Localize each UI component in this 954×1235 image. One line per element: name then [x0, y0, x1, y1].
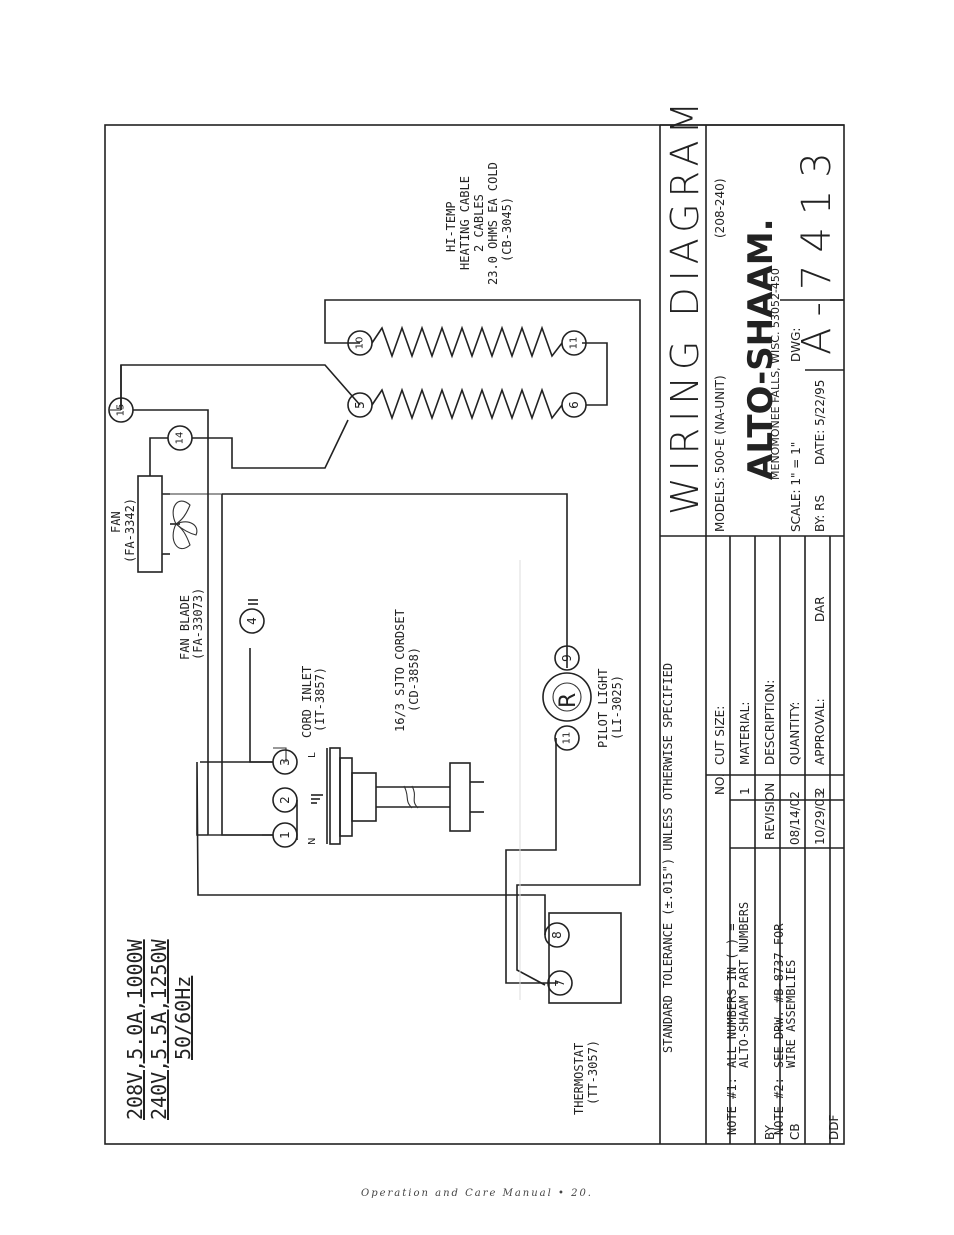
pilot-light-part: (LI-3025): [610, 675, 624, 740]
heating-cable-label-2: HEATING CABLE: [458, 176, 472, 270]
fan-blade-icon: [172, 500, 198, 550]
svg-text:14: 14: [175, 432, 186, 445]
date-label: DATE: 5/22/95: [813, 380, 827, 465]
rev-1-no: 1: [738, 787, 752, 795]
inlet-n-mark: N: [307, 838, 318, 845]
terminal-1: 1: [272, 822, 298, 848]
svg-text:10: 10: [355, 337, 366, 350]
models-label: MODELS: 500-E (NA-UNIT): [713, 375, 727, 532]
rev-header-revision: REVISION: [763, 783, 777, 840]
thermostat-body: [548, 912, 622, 1004]
svg-text:8: 8: [550, 931, 564, 939]
terminal-11-pilot: 11: [554, 725, 580, 751]
drawing-frame: [104, 124, 845, 1145]
terminal-8: 8: [544, 922, 570, 948]
svg-text:5: 5: [353, 401, 367, 409]
cord-inlet-label: CORD INLET: [300, 666, 314, 738]
rev-2-no: 2: [813, 787, 827, 795]
pilot-light: [542, 672, 592, 722]
cordset-part: (CD-3858): [407, 647, 421, 712]
pilot-light-symbol: R: [556, 693, 581, 708]
note-2-line-1: SEE DRW. #B-8737 FOR: [772, 923, 786, 1068]
heating-cable-label-3: 2 CABLES: [472, 194, 486, 252]
fan-blade-part: (FA-33073): [191, 588, 205, 660]
approval-label: APPROVAL:: [813, 698, 827, 765]
fan-label: FAN: [109, 511, 123, 533]
wires: [110, 299, 641, 986]
svg-text:11: 11: [569, 337, 580, 350]
svg-text:7: 7: [553, 979, 567, 987]
note-1-line-2: ALTO-SHAAM PART NUMBERS: [737, 902, 751, 1068]
company-logo: ALTO-SHAAM.: [741, 218, 781, 480]
terminal-7: 7: [547, 970, 573, 996]
ground-symbol: [248, 599, 258, 605]
approval-value: DAR: [813, 596, 827, 622]
diagram-title: WIRING DIAGRAM: [663, 96, 707, 515]
svg-text:15: 15: [116, 404, 127, 417]
note-2-label: NOTE #2:: [772, 1077, 786, 1135]
rev-2-by: DDF: [827, 1115, 841, 1140]
page-footer: Operation and Care Manual • 20.: [361, 1188, 593, 1199]
rev-1-by: CB: [788, 1123, 802, 1140]
svg-text:2: 2: [278, 796, 292, 804]
scale-label: SCALE: 1" = 1": [789, 442, 803, 532]
component-labels: THERMOSTAT (TT-3057) CORD INLET (IT-3857…: [109, 162, 624, 1115]
cordset-label: 16/3 SJTO CORDSET: [393, 609, 407, 732]
note-2-line-2: WIRE ASSEMBLIES: [784, 960, 798, 1068]
fan-blade-label: FAN BLADE: [178, 595, 192, 660]
terminal-5: 5: [347, 392, 373, 418]
by-label: BY: RS: [813, 495, 827, 532]
dwg-number: A-7413: [794, 140, 840, 355]
svg-text:3: 3: [278, 758, 292, 766]
thermostat-part: (TT-3057): [586, 1040, 600, 1105]
svg-text:6: 6: [567, 401, 581, 409]
company-address: MENOMONEE FALLS, WISC. 53052-450: [769, 268, 782, 480]
svg-text:11: 11: [562, 732, 573, 745]
terminal-6: 6: [561, 392, 587, 418]
material-label: MATERIAL:: [738, 702, 752, 765]
terminal-15: 15: [108, 397, 134, 423]
terminal-11-heater: 11: [561, 330, 587, 356]
heating-cable-coil-2: [371, 325, 563, 359]
note-1-line-1: ALL NUMBERS IN ( ) =: [725, 924, 739, 1069]
note-1-label: NOTE #1:: [725, 1077, 739, 1135]
rev-1-date: 08/14/02: [788, 791, 802, 845]
rating-line-1: 208V,5.0A,1000W: [123, 938, 147, 1120]
svg-text:9: 9: [560, 654, 574, 662]
svg-text:4: 4: [245, 617, 259, 625]
terminal-4: 4: [239, 608, 265, 634]
title-block: WIRING DIAGRAM MODELS: 500-E (NA-UNIT) (…: [659, 96, 844, 1144]
rev-2-date: 10/29/03: [813, 791, 827, 845]
cord-inlet: [311, 747, 377, 845]
terminal-3: 3: [272, 749, 298, 775]
voltage-label: (208-240): [713, 178, 727, 238]
cordset-cable: [376, 762, 484, 832]
rev-header-no: NO.: [713, 773, 727, 795]
description-label: DESCRIPTION:: [763, 680, 777, 765]
quantity-label: QUANTITY:: [788, 702, 802, 765]
heating-cable-part: (CB-3045): [500, 197, 514, 262]
svg-text:1: 1: [278, 831, 292, 839]
terminal-14: 14: [167, 425, 193, 451]
heating-cable-label-1: HI-TEMP: [444, 201, 458, 252]
terminal-2: 2: [272, 787, 298, 813]
heating-cable-label-4: 23.0 OHMS EA COLD: [486, 162, 500, 285]
cut-size-label: CUT SIZE:: [713, 706, 727, 765]
terminal-10: 10: [347, 330, 373, 356]
rating-line-2: 240V,5.5A,1250W: [147, 938, 171, 1120]
rating-line-3: 50/60Hz: [171, 976, 195, 1060]
inlet-l-mark: L: [307, 752, 318, 758]
tolerance-note: STANDARD TOLERANCE (±.015") UNLESS OTHER…: [661, 663, 675, 1053]
heating-cable-coil-1: [371, 387, 563, 421]
fan-part: (FA-3342): [123, 498, 137, 563]
cord-inlet-part: (IT-3857): [313, 667, 327, 732]
pilot-light-label: PILOT LIGHT: [596, 669, 610, 748]
notes-block: 208V,5.0A,1000W 240V,5.5A,1250W 50/60Hz …: [123, 663, 798, 1135]
thermostat-label: THERMOSTAT: [572, 1043, 586, 1115]
dwg-label: DWG:: [789, 328, 803, 362]
terminal-9: 9: [554, 645, 580, 671]
fan-motor: [137, 475, 180, 573]
rev-header-by: BY: [763, 1124, 777, 1140]
